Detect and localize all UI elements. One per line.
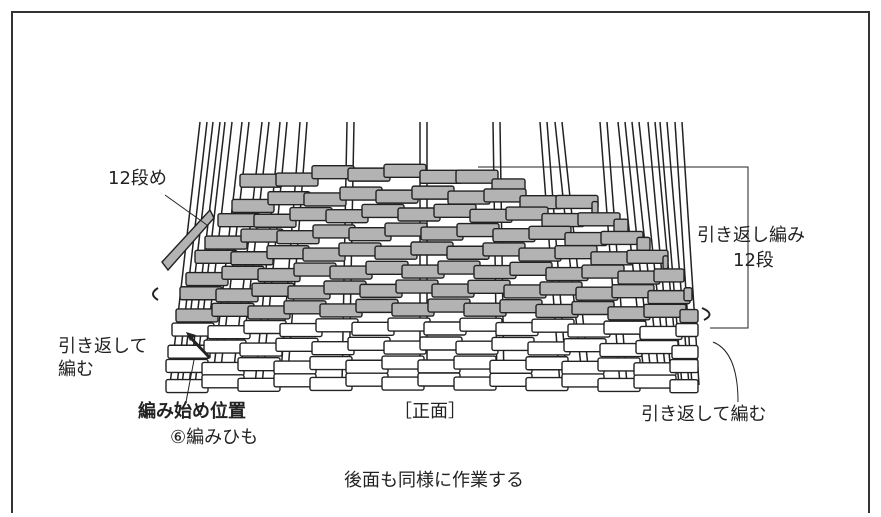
label-turn-weave-rows: 12段 [733, 250, 774, 271]
label-cord: ⑥編みひも [170, 427, 259, 448]
start-leader [185, 359, 195, 403]
label-turn-weave: 引き返し編み [697, 225, 805, 246]
weaver-segment [613, 218, 629, 233]
turn-weave-bracket [478, 166, 749, 329]
weaver-segment [626, 249, 669, 265]
annotation-lines [152, 166, 749, 403]
left-turn-arrow-icon [152, 287, 159, 301]
weaver-segment [636, 236, 651, 252]
row12-end-strip [161, 208, 215, 272]
weaver-segment [231, 198, 275, 214]
weaver-segment [679, 308, 699, 324]
label-row-12: 12段め [108, 168, 167, 189]
weaver-segment [275, 172, 319, 187]
start-arrowhead-icon [186, 332, 196, 341]
label-start-position: 編み始め位置 [138, 401, 246, 422]
label-front: ［正面］ [394, 401, 466, 422]
weaver-segment [455, 169, 499, 184]
weaver-segment [671, 344, 699, 360]
label-left-turn-1: 引き返して [58, 336, 148, 357]
stake [666, 121, 690, 386]
stake [681, 121, 700, 386]
right-turn-leader [712, 341, 739, 403]
stake [674, 121, 693, 386]
weaver-segment [675, 322, 699, 338]
stake [169, 121, 201, 386]
weaver-segment [653, 268, 685, 283]
label-left-turn-2: 編む [58, 359, 94, 380]
label-back-note: 後面も同様に作業する [344, 470, 524, 491]
right-turn-arrow-icon [701, 307, 711, 321]
label-right-turn: 引き返して編む [641, 404, 767, 425]
weaver-segment [662, 255, 669, 270]
weaver-segment [683, 287, 693, 302]
stake [176, 121, 208, 386]
weave-rows-group [165, 163, 699, 394]
weaver-segment [669, 358, 699, 374]
frame-border [11, 11, 870, 513]
row12-leader [164, 194, 208, 226]
weaver-segment [669, 378, 699, 394]
